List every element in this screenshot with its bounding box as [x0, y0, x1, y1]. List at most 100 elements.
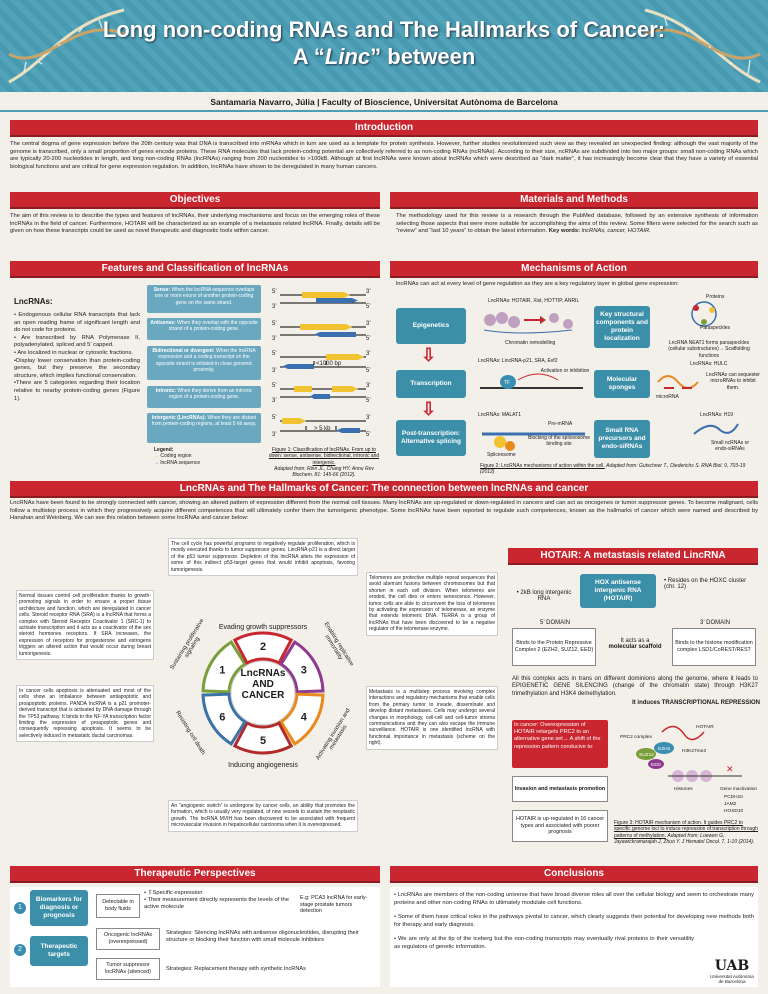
hotair-right: • Resides on the HOXC cluster (chr. 12)	[664, 578, 747, 591]
hotair-center-box: HOX antisense intergenic RNA (HOTAIR)	[580, 574, 656, 608]
svg-text:5’: 5’	[272, 415, 277, 421]
svg-text:H3K27me3: H3K27me3	[682, 748, 706, 754]
hallmark-segment	[232, 720, 294, 755]
mechanisms-intro: lncRNAs can act at every level of gene r…	[396, 281, 679, 287]
conclusion-item: • We are only at the tip of the iceberg …	[394, 936, 694, 950]
svg-text:5’: 5’	[366, 336, 371, 342]
neat1-text: LncRNA NEAT1 forms paraspeckles (cellula…	[668, 340, 750, 359]
figure3-caption: Figure 3: HOTAIR mechanism of action. It…	[614, 820, 758, 845]
figure1-caption: Figure 1: Classification of lncRNAs. Fro…	[268, 447, 380, 479]
lncrnas-subtitle: LncRNAs:	[14, 297, 53, 306]
hulc-label: LncRNAs: HULC	[690, 361, 728, 367]
down-arrow-icon: ⇩	[421, 399, 437, 419]
bullet: •Display lower conservation than protein…	[14, 357, 140, 379]
hallmark-segment	[232, 631, 294, 666]
svg-text:3’: 3’	[272, 398, 277, 404]
hallmark-number: 3	[301, 665, 307, 677]
oncogenic-strategies: Strategies: Silencing lncRNAs with antis…	[166, 930, 359, 943]
svg-text:3’: 3’	[272, 432, 277, 438]
transcription-box: Transcription	[396, 370, 466, 398]
suppressor-strategies: Strategies: Replacement therapy with syn…	[166, 966, 306, 972]
introduction-text: The central dogma of gene expression bef…	[10, 141, 758, 170]
structural-components-box: Key structural components and protein lo…	[594, 306, 650, 348]
svg-text:5’: 5’	[272, 321, 277, 327]
svg-text:HOXD10: HOXD10	[724, 808, 744, 814]
biomarkers-box: Biomarkers for diagnosis or prognosis	[30, 890, 88, 926]
hallmark-box-top: The cell cycle has powerful programs to …	[168, 538, 358, 577]
specificity-text: • ⇧Specific expression• Their measuremen…	[144, 890, 289, 910]
conclusion-item: • LncRNAs are members of the non-coding …	[394, 892, 755, 906]
svg-text:3’: 3’	[366, 351, 371, 357]
hallmark-segment	[201, 692, 248, 746]
transcription-caption: Activation or inhibition	[540, 368, 590, 374]
bidirectional-diagram: 5’3’3’5’	[272, 351, 371, 374]
hotair-heading: HOTAIR: A metastasis related LincRNA	[508, 548, 758, 563]
svg-text:EED: EED	[651, 762, 661, 768]
svg-text:3’: 3’	[272, 304, 277, 310]
hairpin-rna-icon	[693, 423, 739, 435]
spliceosome-caption: Blocking of the spliceosome binding site	[528, 435, 590, 448]
svg-text:5’: 5’	[366, 304, 371, 310]
domain5-label: 5’ DOMAIN	[540, 620, 571, 626]
post-lncrnas: LncRNAs: MALAT1	[478, 412, 521, 418]
svg-text:5’: 5’	[272, 289, 277, 295]
suppressor-box: Tumor suppressor lncRNAs (silenced)	[96, 958, 160, 980]
transcription-factor-icon: TF	[480, 373, 583, 389]
hallmark-segment	[278, 692, 325, 746]
introduction-heading: Introduction	[10, 120, 758, 135]
intronic-diagram: 5’ 3’ 3’ 5’	[272, 383, 371, 404]
svg-text:PRC2 complex: PRC2 complex	[620, 734, 653, 740]
mechanisms-heading: Mechanisms of Action	[390, 261, 758, 276]
hallmark-number: 1	[219, 665, 225, 677]
features-bullets: • Endogenous cellular RNA transcripts th…	[14, 312, 140, 403]
hallmark-box-right1: Telomeres are protective multiple repeat…	[366, 572, 498, 636]
microrna-sponge-icon	[657, 375, 699, 389]
molecular-sponges-box: Molecular sponges	[594, 370, 650, 398]
objectives-heading: Objectives	[10, 192, 380, 207]
pca3-example: E.g: PCA3 lncRNA for early-stage prostat…	[300, 888, 374, 922]
svg-text:Histones: Histones	[674, 786, 693, 792]
hulc-text: LncRNAs can sequester microRNAs to inhib…	[706, 372, 760, 391]
down-arrow-icon: ⇩	[421, 345, 437, 365]
intergenic-diagram: 5’3’3’5’	[272, 415, 371, 438]
therapeutic-targets-box: Therapeutic targets	[30, 936, 88, 966]
bullet: • Are localized in nuclear or cytosolic …	[14, 349, 133, 356]
small-rna-precursors-box: Small RNA precursors and endo-siRNAs	[594, 420, 650, 458]
sense-diagram: 5’ 3’ 3’ 5’	[272, 289, 371, 310]
svg-text:3’: 3’	[366, 321, 371, 327]
bullet: • Endogenous cellular RNA transcripts th…	[14, 312, 140, 334]
svg-text:5’: 5’	[272, 383, 277, 389]
hallmark-segment	[201, 640, 248, 694]
svg-text:Gene inactivation: Gene inactivation	[720, 786, 757, 792]
paraspeckles-label: Paraspeckles	[700, 325, 731, 331]
spliceosome-label: Spliceosome	[487, 452, 516, 458]
lncrna-classification-diagram: 5’3’3’5’ 5’3’3’5’ 5’3’3’5’ <1000 bp 5’3’…	[272, 289, 371, 438]
hotair-paragraph: All this complex acts in trans on differ…	[512, 676, 758, 697]
features-heading: Features and Classification of lncRNAs	[10, 261, 380, 276]
svg-text:EZH2: EZH2	[658, 746, 671, 752]
epigenetics-caption: Chromatin remodelling	[505, 340, 556, 346]
epigenetics-box: Epigenetics	[396, 308, 466, 344]
therapeutic-heading: Therapeutic Perspectives	[10, 866, 380, 881]
svg-text:PCDH10: PCDH10	[724, 794, 743, 800]
number-badge: 1	[14, 902, 26, 914]
svg-text:5’: 5’	[366, 368, 371, 374]
bullet: •There are 5 categories regarding their …	[14, 380, 140, 402]
proteins-label: Proteins	[706, 294, 725, 300]
post-transcription-box: Post-transcription: Alternative splicing	[396, 420, 466, 456]
svg-text:5’: 5’	[366, 398, 371, 404]
poster-title: Long non-coding RNAs and The Hallmarks o…	[102, 17, 666, 42]
methods-text: The methodology used for this review is …	[396, 213, 758, 235]
svg-text:3’: 3’	[366, 383, 371, 389]
h19-label: LncRNAs: H19	[700, 412, 734, 418]
objectives-text: The aim of this review is to describe th…	[10, 213, 380, 235]
hallmark-box-left1: Normal tissues control cell proliferatio…	[16, 590, 154, 661]
hallmark-number: 5	[260, 735, 266, 747]
invasion-box: Invasion and metastasis promotion	[512, 776, 608, 802]
legend: Legend: → Coding region→ lncRNA sequence	[154, 447, 201, 466]
svg-text:3’: 3’	[366, 289, 371, 295]
hallmarks-heading: LncRNAs and The Hallmarks of Cancer: The…	[10, 481, 758, 496]
